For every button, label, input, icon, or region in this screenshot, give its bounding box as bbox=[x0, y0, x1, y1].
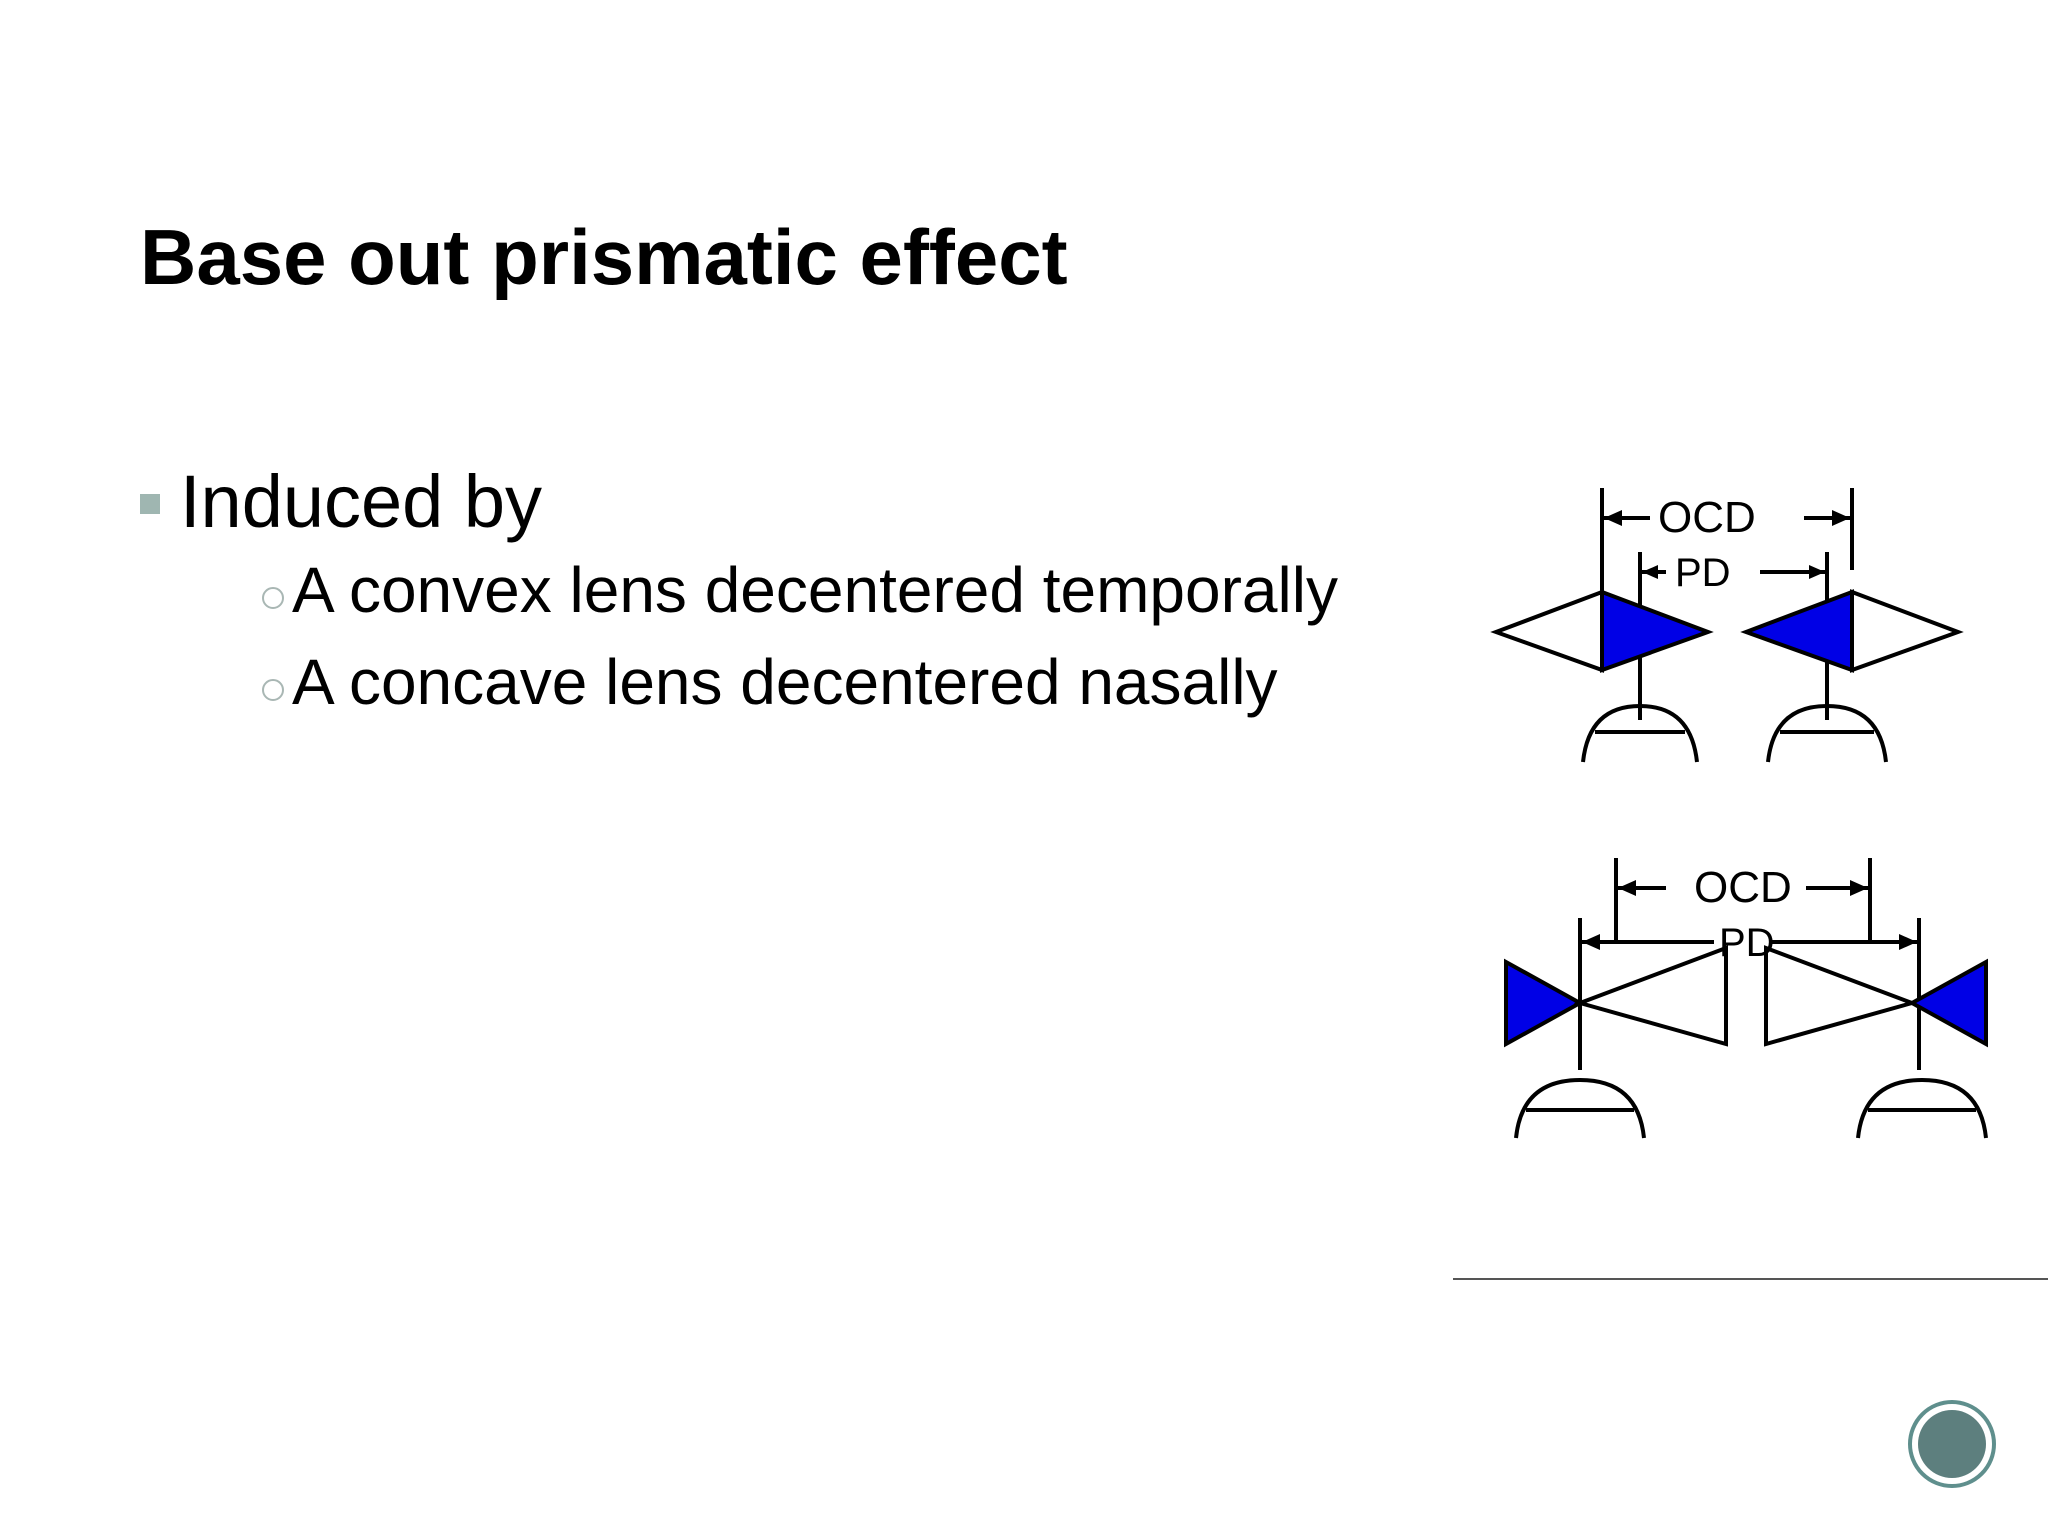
circle-button-fill bbox=[1918, 1410, 1986, 1478]
sub-bullet-text: A convex lens decentered temporally bbox=[292, 554, 1338, 626]
bottom-diagram bbox=[1504, 858, 1988, 1139]
footer-divider bbox=[1453, 1278, 2048, 1280]
sub-bullet-item: A convex lens decentered temporally bbox=[262, 544, 1338, 636]
sub-bullet-item: A concave lens decentered nasally bbox=[262, 636, 1338, 728]
slide-title: Base out prismatic effect bbox=[140, 213, 1068, 301]
bullet-text: Induced by bbox=[180, 460, 543, 543]
top-pd-label: PD bbox=[1675, 551, 1731, 595]
circle-bullet-icon bbox=[262, 587, 284, 609]
circle-bullet-icon bbox=[262, 679, 284, 701]
top-diagram bbox=[1490, 488, 1964, 763]
sub-bullet-text: A concave lens decentered nasally bbox=[292, 646, 1278, 718]
square-bullet-icon bbox=[140, 494, 160, 514]
bottom-ocd-label: OCD bbox=[1694, 863, 1792, 912]
bullet-item: Induced by bbox=[140, 460, 1338, 544]
top-ocd-label: OCD bbox=[1658, 493, 1756, 542]
bullet-list: Induced by A convex lens decentered temp… bbox=[140, 460, 1338, 728]
circle-button-icon[interactable] bbox=[1908, 1400, 1996, 1488]
lens-decentration-diagram: OCD PD bbox=[1454, 470, 2048, 1170]
bottom-pd-label: PD bbox=[1719, 921, 1775, 965]
